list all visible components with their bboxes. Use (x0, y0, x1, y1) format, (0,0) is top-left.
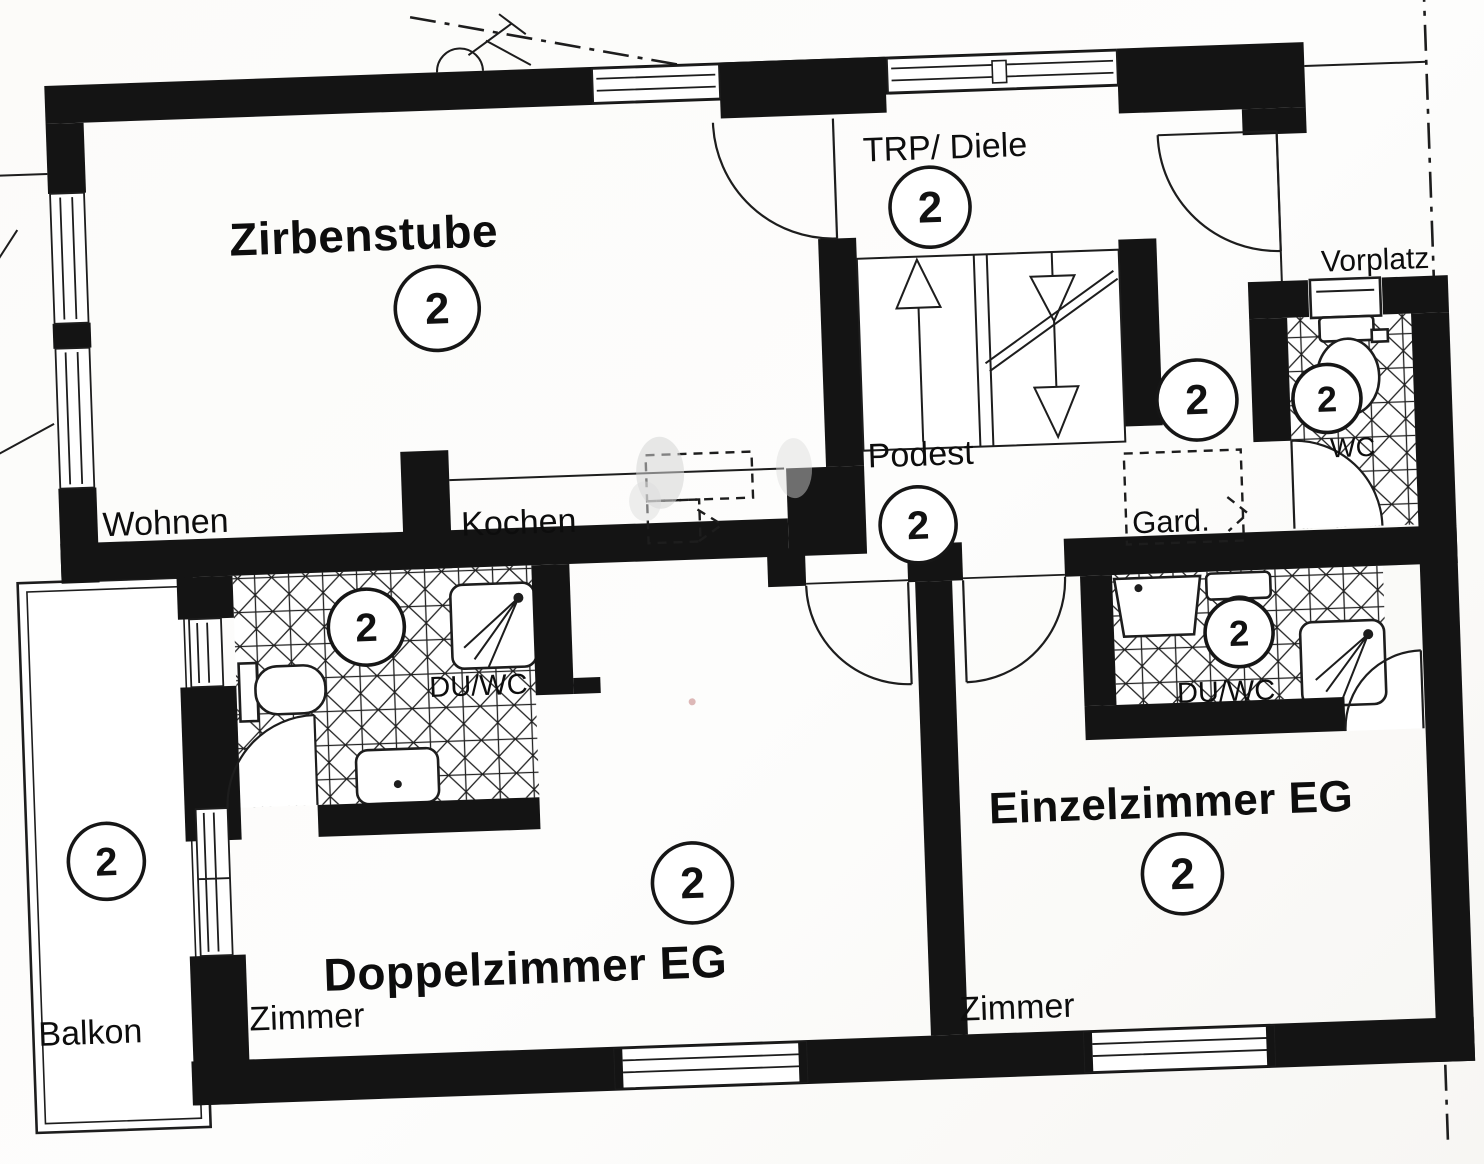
unit-badge: 2 (1291, 362, 1363, 435)
door-arc (961, 576, 1067, 684)
unit-badge: 2 (1140, 832, 1225, 916)
door-arc (805, 582, 913, 686)
unit-badge-number: 2 (1228, 612, 1249, 654)
room-label-wc: WC (1330, 432, 1376, 464)
window (49, 191, 90, 325)
unit-badges: 2 2 2 2 2 2 2 (66, 165, 1363, 925)
window (1082, 1024, 1277, 1074)
doors (226, 118, 1425, 809)
window (54, 346, 96, 490)
room-label-duwc-left: DU/WC (429, 669, 528, 704)
kitchen-counter (449, 436, 813, 706)
unit-badge-number: 2 (1184, 376, 1209, 424)
window (591, 63, 722, 104)
balcony-window (188, 617, 225, 689)
smudge (629, 481, 662, 522)
shower-icon (1298, 618, 1388, 708)
kitchen-appliance-dashed (645, 498, 702, 545)
sink-icon (354, 746, 441, 806)
room-label-wohnen: Wohnen (102, 502, 229, 544)
room-label-kochen: Kochen (461, 502, 578, 544)
windows (49, 49, 1277, 1090)
door-swing-area (227, 715, 318, 809)
unit-badge: 2 (326, 587, 407, 667)
room-label-doppelzimmer: Doppelzimmer EG (323, 935, 728, 1001)
door-arc (226, 713, 319, 809)
entry-threshold (1157, 130, 1277, 137)
unit-badge-number: 2 (917, 183, 943, 233)
scan-speck (688, 698, 696, 706)
room-label-garderobe: Gard. (1132, 503, 1211, 541)
unit-badge: 2 (66, 821, 147, 902)
unit-badge-number: 2 (1316, 378, 1337, 420)
garderobe-dashed (1122, 448, 1250, 546)
smudge (776, 438, 813, 499)
kitchen-arrow-dashed (696, 508, 725, 543)
unit-badge: 2 (1155, 358, 1239, 442)
unit-badge: 2 (888, 165, 972, 250)
toilet-icon (237, 661, 327, 723)
bath-fixtures (237, 276, 1390, 806)
door-swing-area (1291, 440, 1383, 529)
site-tick-left-a (0, 229, 19, 275)
sink-icon (1112, 574, 1202, 639)
door-arc (1344, 649, 1425, 732)
unit-badge-number: 2 (95, 840, 119, 885)
unit-badge-number: 2 (906, 503, 930, 548)
room-label-vorplatz: Vorplatz (1320, 242, 1429, 279)
room-label-duwc-right: DU/WC (1176, 674, 1275, 709)
vorplatz-edge (1304, 60, 1427, 68)
unit-badge-number: 2 (1169, 849, 1195, 899)
window (885, 49, 1119, 94)
unit-badge: 2 (878, 485, 958, 565)
door-arc (1290, 439, 1384, 529)
room-label-podest: Podest (867, 434, 975, 476)
shower-icon (449, 581, 538, 671)
unit-badge: 2 (650, 841, 735, 925)
unit-badge-number: 2 (424, 284, 450, 334)
unit-badge-number: 2 (679, 858, 705, 908)
room-label-balkon: Balkon (38, 1012, 143, 1054)
site-tick-left-b (0, 423, 55, 457)
room-label-zimmer-right: Zimmer (959, 987, 1075, 1029)
boundary-line-right (1421, 0, 1439, 364)
room-label-einzelzimmer: Einzelzimmer EG (988, 772, 1354, 834)
door-arc (1156, 131, 1282, 253)
door-threshold (806, 573, 1065, 585)
unit-badge: 2 (1203, 596, 1275, 669)
balcony-door (194, 807, 234, 958)
unit-badge: 2 (393, 264, 482, 353)
room-label-trp-diele: TRP/ Diele (862, 126, 1028, 170)
survey-marker-icon (436, 13, 532, 73)
window (613, 1041, 809, 1090)
room-label-zimmer-left: Zimmer (249, 996, 365, 1038)
unit-badge-number: 2 (354, 606, 378, 651)
door-arc (711, 118, 839, 240)
site-line-left (0, 172, 48, 178)
room-label-zirbenstube: Zirbenstube (228, 204, 498, 265)
stairs-icon (855, 248, 1127, 452)
